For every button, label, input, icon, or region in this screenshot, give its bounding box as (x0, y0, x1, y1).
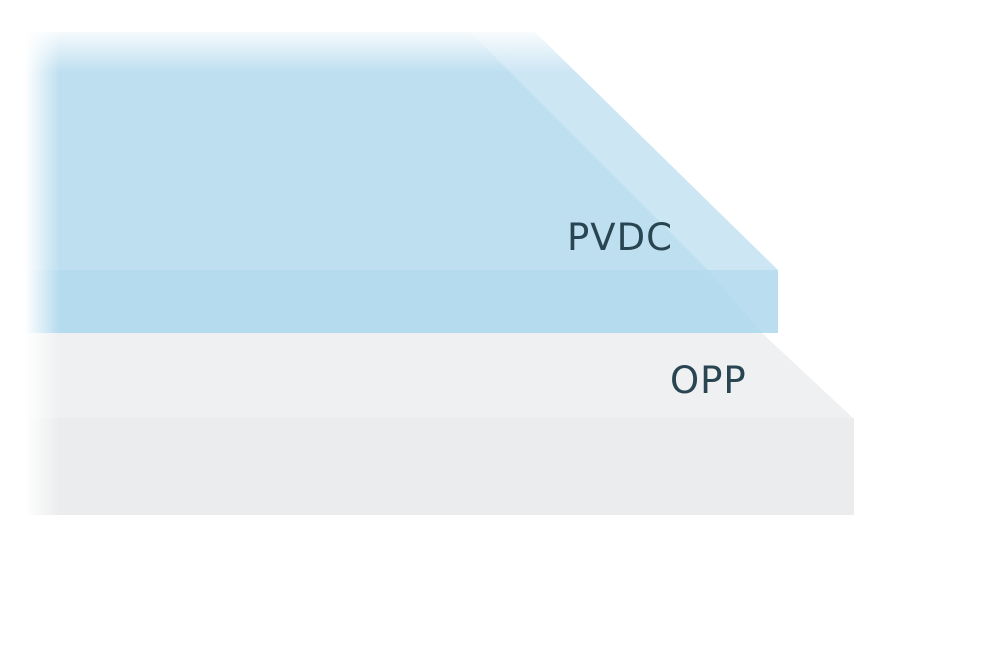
opp-label: OPP (670, 359, 747, 402)
pvdc-label: PVDC (567, 216, 673, 259)
opp-top-face (25, 333, 853, 418)
pvdc-front-edge-shade (708, 270, 778, 333)
opp-front-face (25, 418, 854, 515)
top-fade-overlay (25, 25, 585, 73)
pvdc-front-face (25, 270, 778, 333)
left-fade-overlay (25, 25, 60, 520)
opp-layer (25, 333, 854, 515)
pvdc-layer (25, 32, 778, 333)
pvdc-inner-face (25, 32, 708, 270)
